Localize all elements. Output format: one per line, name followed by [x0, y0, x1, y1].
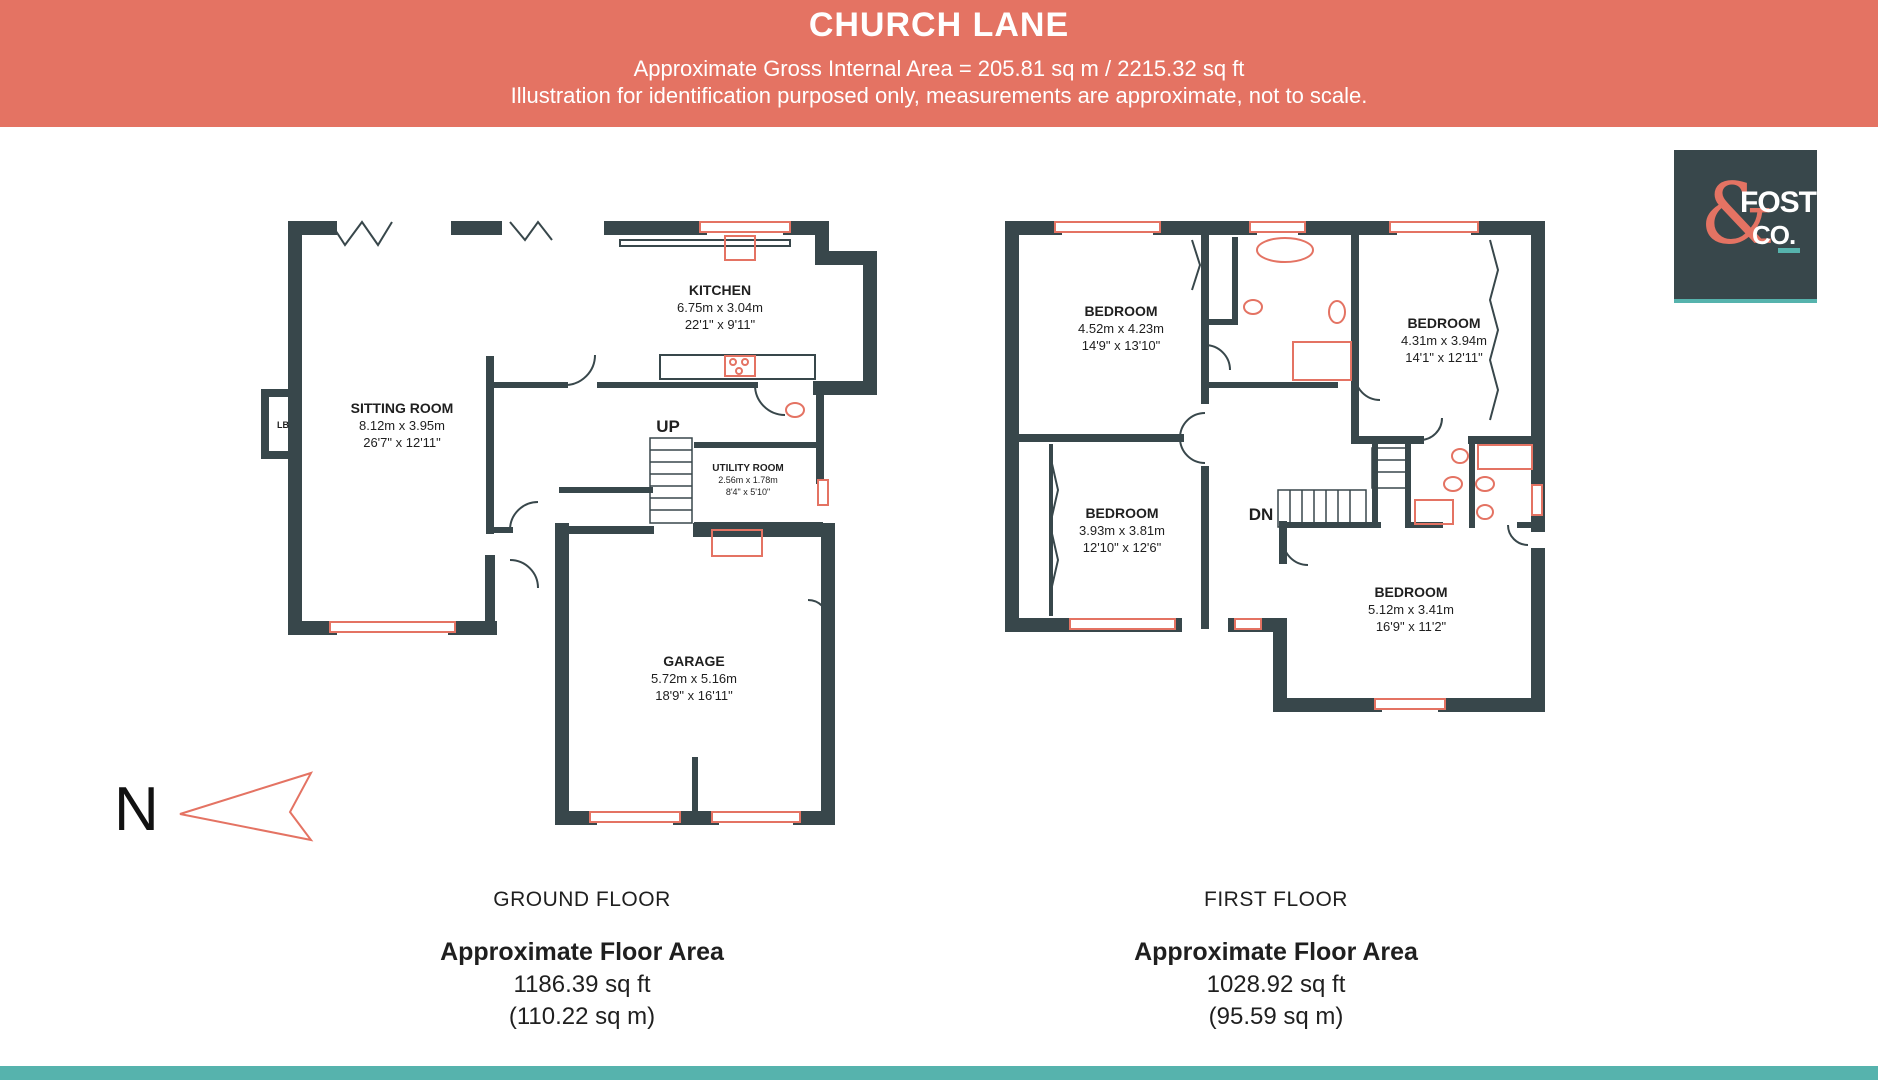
ground-floor-windows — [329, 221, 829, 823]
utility-room-imperial: 8'4" x 5'10" — [726, 487, 770, 497]
ground-floor-area-sqm: (110.22 sq m) — [508, 1003, 656, 1030]
bedroom-1-name: BEDROOM — [1084, 303, 1157, 319]
garage-imperial: 18'9" x 16'11" — [655, 688, 733, 703]
property-title: CHURCH LANE — [808, 6, 1070, 44]
ground-floor-walls — [261, 221, 877, 825]
gross-area-text: Approximate Gross Internal Area = 205.81… — [633, 56, 1245, 81]
bifold-doors — [329, 220, 553, 247]
utility-room-metric: 2.56m x 1.78m — [718, 475, 778, 485]
bedroom-4-imperial: 16'9" x 11'2" — [1376, 619, 1447, 634]
garage-name: GARAGE — [663, 653, 724, 669]
disclaimer-text: Illustration for identification purposed… — [510, 83, 1368, 108]
bedroom-3-metric: 3.93m x 3.81m — [1079, 523, 1165, 538]
bedroom-4-metric: 5.12m x 3.41m — [1368, 602, 1454, 617]
first-floor-name: FIRST FLOOR — [1204, 888, 1348, 911]
bedroom-4-name: BEDROOM — [1374, 584, 1447, 600]
stairs-down-label: DN — [1249, 505, 1274, 524]
sitting-room-metric: 8.12m x 3.95m — [359, 418, 445, 433]
footer-accent-bar — [0, 1066, 1878, 1080]
foster-co-logo: & FOSTER CO. — [1674, 150, 1857, 303]
kitchen-metric: 6.75m x 3.04m — [677, 300, 763, 315]
kitchen-imperial: 22'1" x 9'11" — [685, 317, 756, 332]
logo-ampersand: & — [1700, 165, 1775, 263]
first-floor-doors — [1179, 344, 1529, 566]
bedroom-3-imperial: 12'10" x 12'6" — [1083, 540, 1162, 555]
ground-floor-doors — [509, 354, 829, 621]
ground-floor-area-sqft: 1186.39 sq ft — [513, 971, 651, 998]
utility-room-name: UTILITY ROOM — [712, 463, 783, 474]
ground-floor-name: GROUND FLOOR — [493, 888, 671, 911]
first-floor-windows — [1054, 221, 1543, 710]
logo-accent-bar — [1778, 248, 1800, 253]
bedroom-2-name: BEDROOM — [1407, 315, 1480, 331]
first-floor-stairs — [1277, 447, 1407, 528]
first-floor-fixtures — [1243, 237, 1533, 525]
ground-floor-summary: GROUND FLOOR Approximate Floor Area 1186… — [372, 888, 792, 1031]
north-arrow-icon — [179, 771, 314, 842]
bedroom-2-imperial: 14'1" x 12'11" — [1405, 350, 1483, 365]
kitchen-name: KITCHEN — [689, 282, 751, 298]
stairs-up-label: UP — [656, 417, 680, 436]
garage-metric: 5.72m x 5.16m — [651, 671, 737, 686]
ground-floor-fixtures — [711, 235, 805, 557]
bedroom-3-name: BEDROOM — [1085, 505, 1158, 521]
first-floor-area-sqm: (95.59 sq m) — [1208, 1003, 1344, 1030]
bedroom-2-metric: 4.31m x 3.94m — [1401, 333, 1487, 348]
logo-text-co: CO. — [1752, 220, 1796, 250]
first-floor-walls — [1005, 221, 1545, 712]
bedroom-1-metric: 4.52m x 4.23m — [1078, 321, 1164, 336]
ground-floor-stairs — [649, 437, 693, 524]
first-floor-area-title: Approximate Floor Area — [1134, 938, 1418, 966]
north-label: N — [114, 775, 159, 844]
sitting-room-imperial: 26'7" x 12'11" — [363, 435, 441, 450]
bedroom-1-imperial: 14'9" x 13'10" — [1082, 338, 1161, 353]
first-floor-area-sqft: 1028.92 sq ft — [1206, 971, 1346, 998]
fireplace-label: LB — [277, 420, 289, 430]
first-floor-summary: FIRST FLOOR Approximate Floor Area 1028.… — [1066, 888, 1486, 1031]
logo-text-foster: FOSTER — [1740, 186, 1857, 219]
header-banner: CHURCH LANE Approximate Gross Internal A… — [0, 0, 1878, 127]
sitting-room-name: SITTING ROOM — [351, 400, 454, 416]
wardrobe-doors — [1048, 239, 1500, 616]
ground-floor-area-title: Approximate Floor Area — [440, 938, 724, 966]
